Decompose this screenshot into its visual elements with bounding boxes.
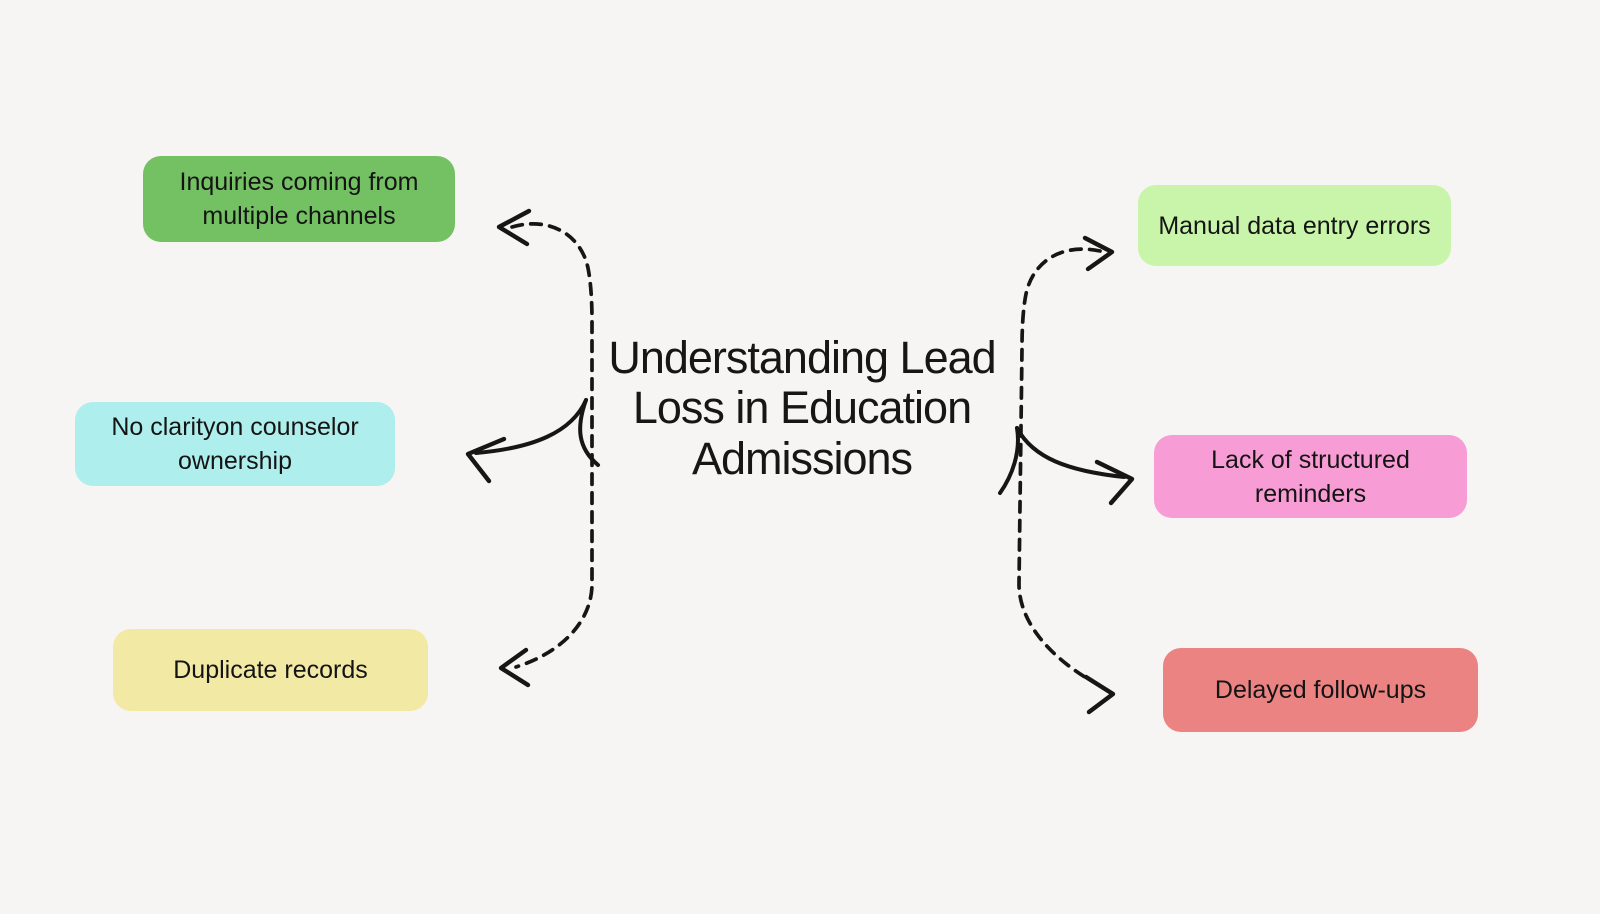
node-delayed-follow-ups: Delayed follow-ups (1163, 648, 1478, 732)
arrowhead-right-top-icon (1082, 235, 1115, 272)
solid-arrow-right (1015, 426, 1126, 479)
arrowhead-left-bottom-icon (498, 647, 531, 688)
diagram-title: Understanding Lead Loss in Education Adm… (608, 332, 996, 484)
arrowhead-left-middle-icon (465, 436, 507, 484)
node-manual-data-entry-errors: Manual data entry errors (1138, 185, 1451, 266)
arrowhead-right-bottom-icon (1083, 674, 1116, 715)
node-label: Manual data entry errors (1158, 211, 1431, 240)
dashed-connector-left (510, 222, 594, 669)
solid-arrow-left (474, 398, 588, 455)
node-label: Delayed follow-ups (1214, 676, 1427, 704)
node-no-clarity-counselor-ownership: No clarityon counselor ownership (75, 402, 395, 486)
node-inquiries-multiple-channels: Inquiries coming from multiple channels (143, 156, 455, 242)
node-label: Duplicate records (173, 656, 368, 684)
node-label: No clarityon counselor ownership (111, 413, 359, 475)
node-duplicate-records: Duplicate records (113, 629, 428, 711)
node-lack-of-structured-reminders: Lack of structured reminders (1154, 435, 1467, 518)
dashed-connector-right (1017, 247, 1102, 681)
node-label: Inquiries coming from multiple channels (179, 168, 419, 230)
arrowhead-right-middle-icon (1094, 459, 1135, 506)
node-label: Lack of structured reminders (1211, 445, 1410, 508)
arrowhead-left-top-icon (496, 208, 532, 247)
